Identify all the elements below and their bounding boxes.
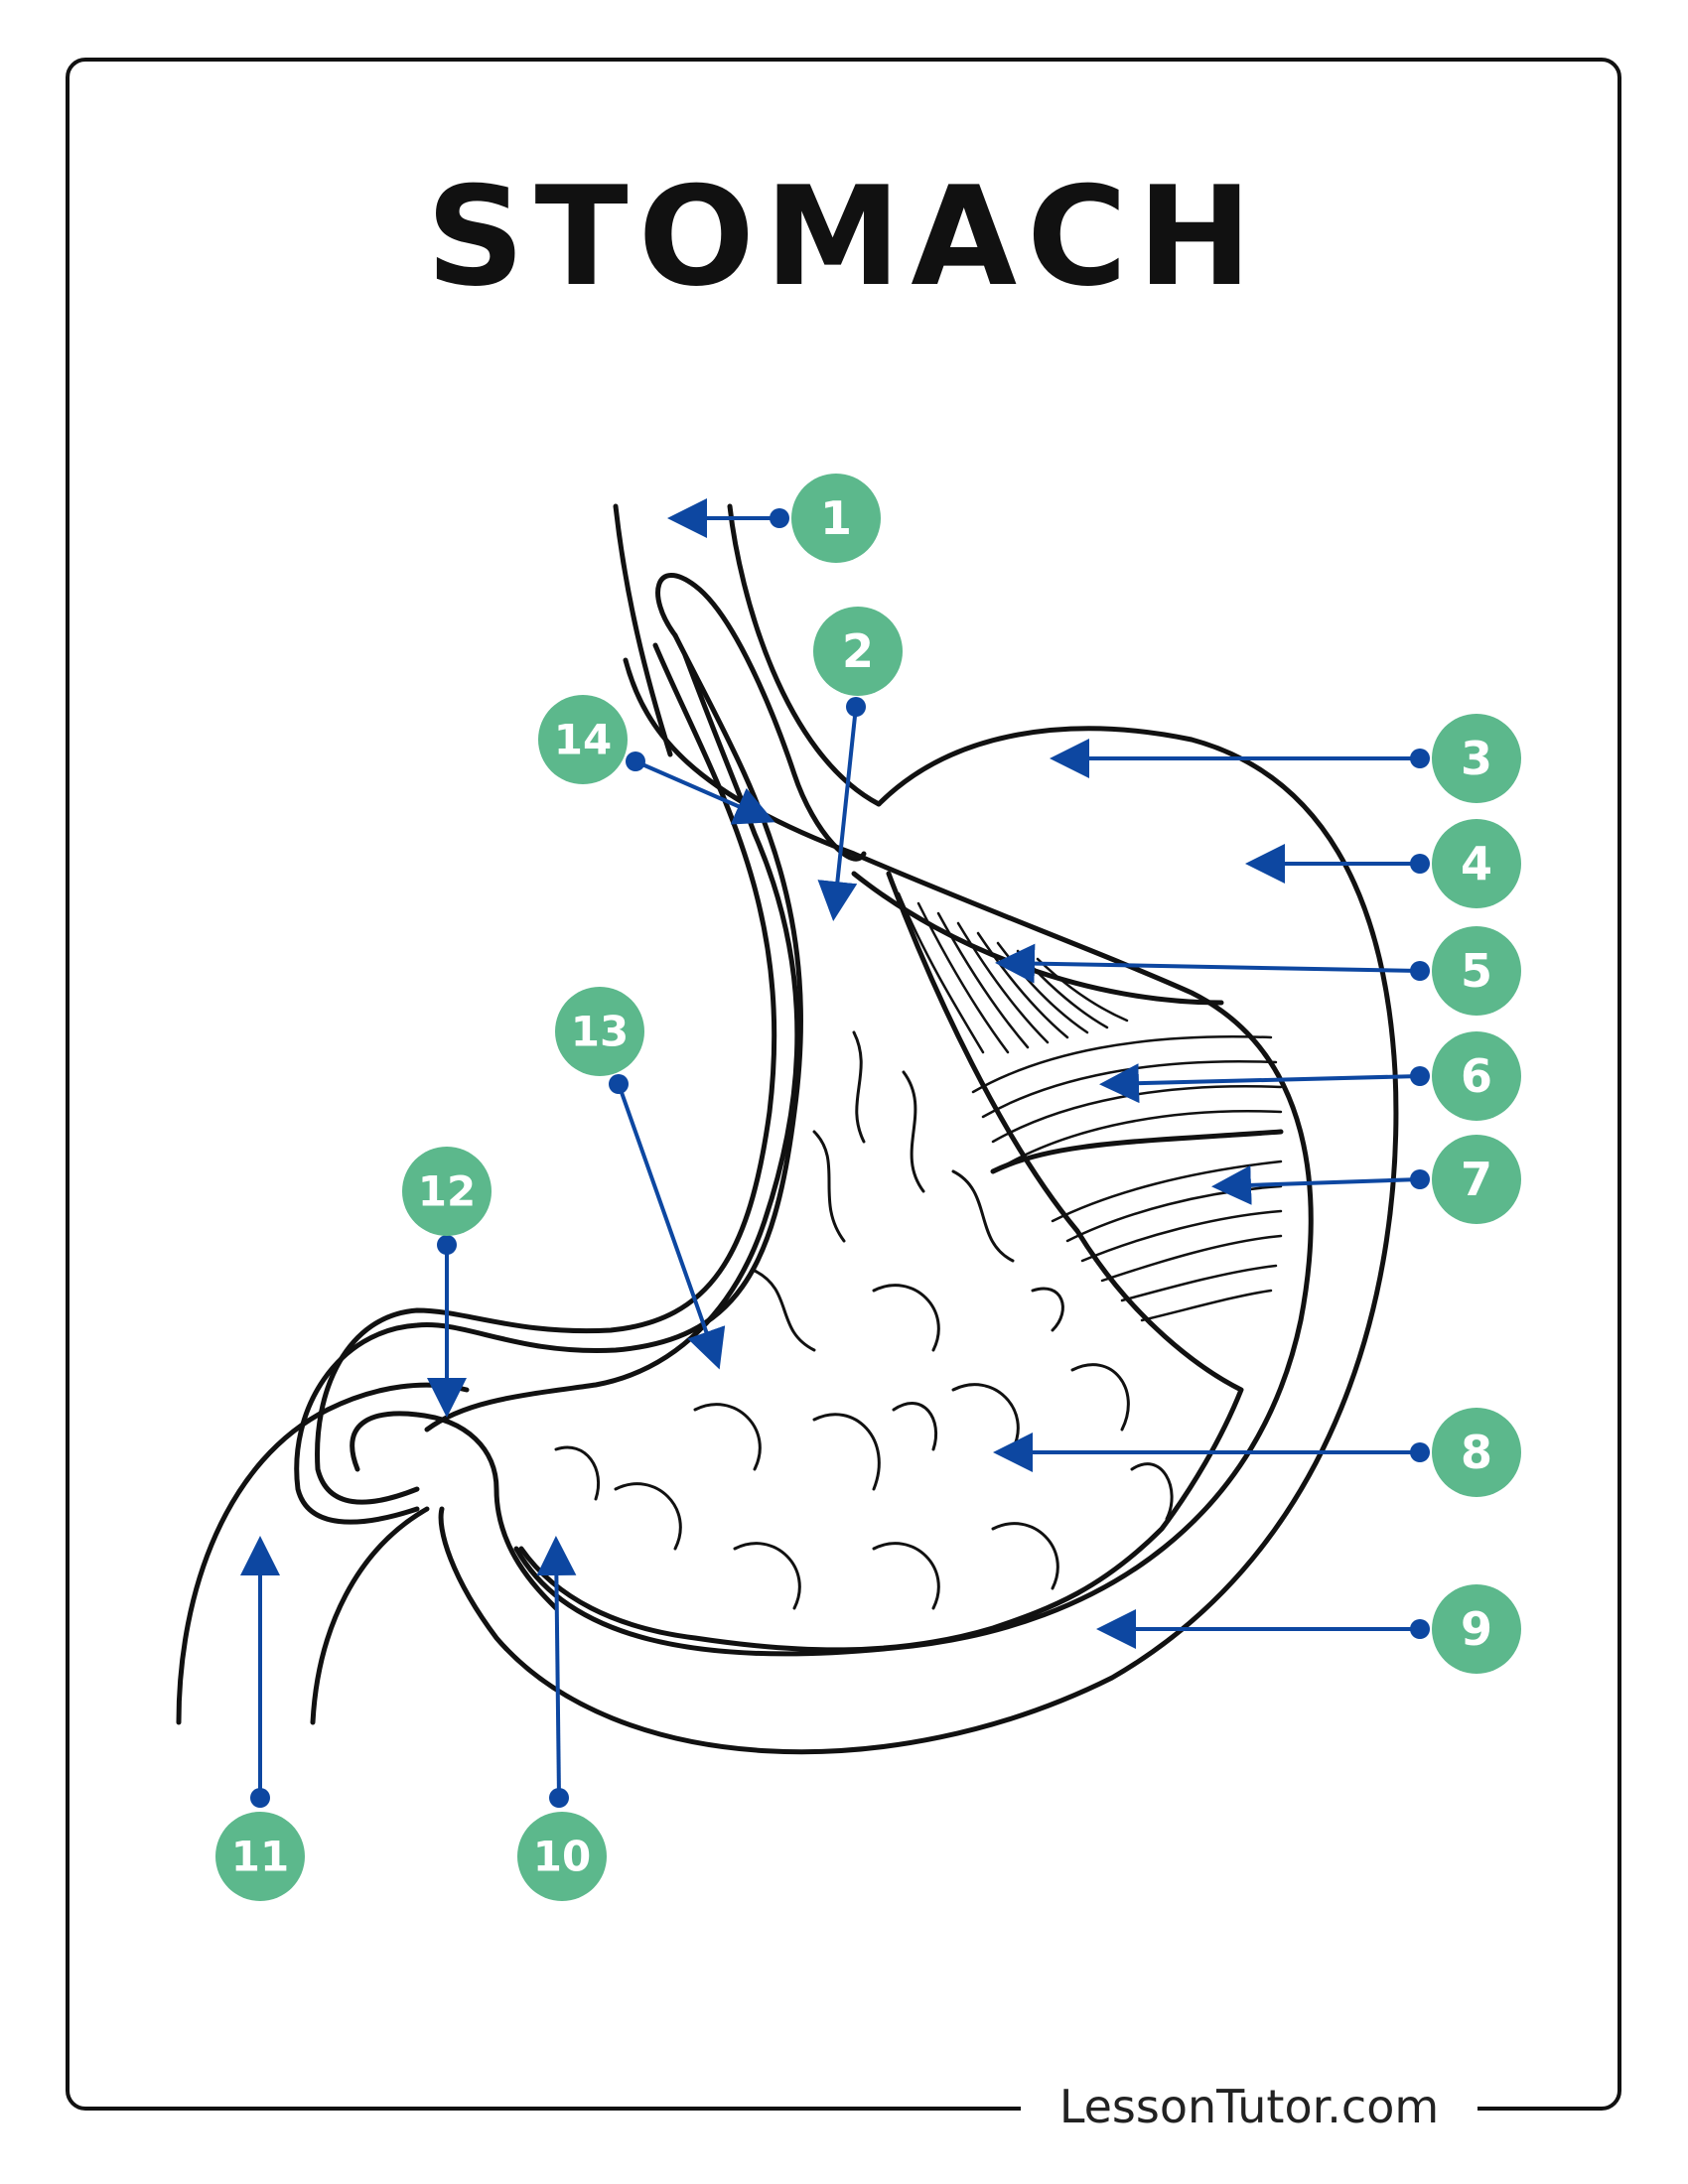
label-number-9: 9 [1461,1602,1492,1656]
stomach-serosa-line [513,657,1314,1657]
label-badge-11: 11 [215,1812,305,1901]
mucosa-edge [518,871,1244,1653]
label-badges: 1 2 3 4 5 6 7 [215,474,1521,1901]
footer-site-name: LessonTutor.com [1021,2077,1477,2136]
leader-line-6 [1099,1063,1421,1104]
label-badge-1: 1 [791,474,881,563]
leader-line-13 [617,1083,726,1370]
leader-line-7 [1211,1164,1421,1205]
label-number-13: 13 [571,1008,629,1056]
label-number-11: 11 [231,1833,289,1881]
label-badge-7: 7 [1432,1135,1521,1224]
leader-line-2 [817,706,858,921]
label-badge-8: 8 [1432,1408,1521,1497]
leader-line-14 [634,759,775,825]
label-badge-3: 3 [1432,714,1521,803]
label-number-1: 1 [820,491,852,545]
leader-lines [240,498,1421,1799]
label-badge-2: 2 [813,607,903,696]
label-badge-14: 14 [538,695,628,784]
gastric-rugae [554,1030,1174,1610]
pyloric-loop [350,1411,559,1611]
duodenum-inner [310,1506,430,1725]
cardia-fold [655,573,867,862]
label-badge-13: 13 [555,987,644,1076]
label-number-12: 12 [418,1167,476,1216]
label-badge-12: 12 [402,1147,492,1236]
label-badge-10: 10 [517,1812,607,1901]
label-badge-5: 5 [1432,926,1521,1016]
label-number-3: 3 [1461,732,1492,785]
label-number-6: 6 [1461,1049,1492,1103]
duodenum-outer [176,1382,470,1725]
label-number-2: 2 [842,624,874,678]
esophagus-outer-left [613,503,673,757]
page-border [66,58,1621,2111]
label-badge-9: 9 [1432,1584,1521,1674]
label-number-4: 4 [1461,837,1492,890]
label-number-14: 14 [554,716,612,764]
label-number-7: 7 [1461,1153,1492,1206]
esophagus-outer-right [727,503,882,807]
label-number-5: 5 [1461,944,1492,998]
label-number-8: 8 [1461,1426,1492,1479]
leader-dots [250,508,1430,1808]
muscle-divider-2 [990,1129,1284,1174]
lesser-curvature-outer [294,632,803,1525]
lesser-curvature-middle [315,642,777,1505]
label-number-10: 10 [533,1833,591,1881]
stomach-illustration [176,503,1399,1755]
diagram-title: STOMACH [426,157,1262,317]
label-badge-6: 6 [1432,1031,1521,1121]
label-badge-4: 4 [1432,819,1521,908]
leader-line-5 [995,943,1421,984]
leader-line-10 [536,1536,577,1799]
